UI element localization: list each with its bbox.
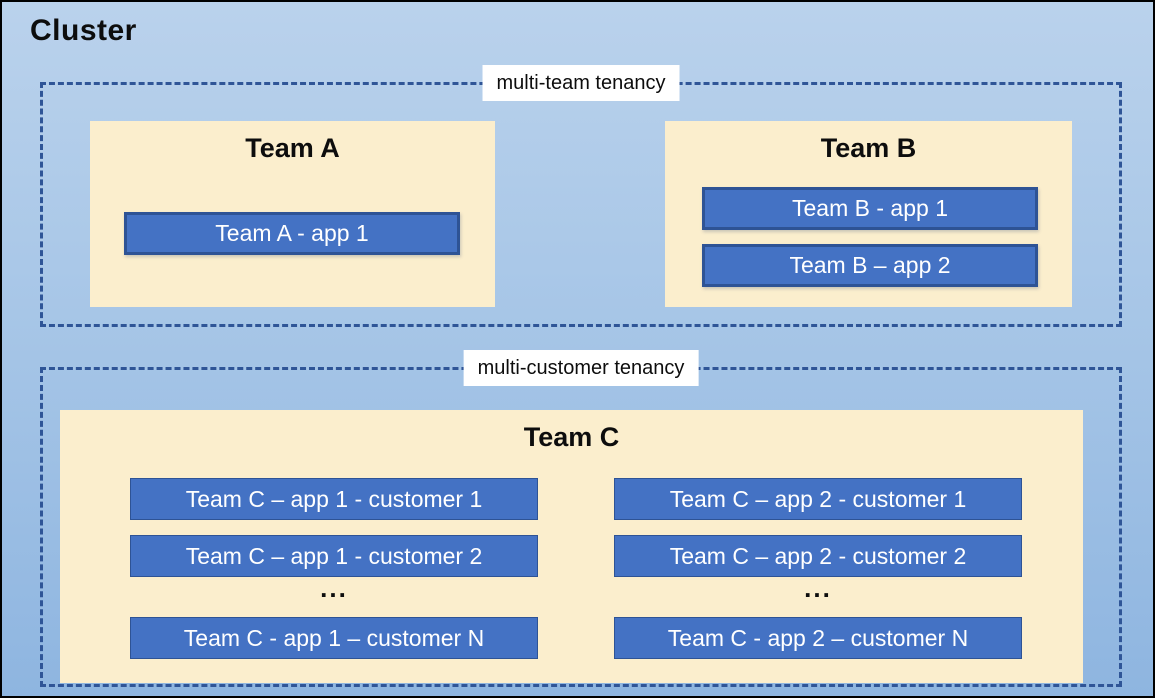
team-c-app2-customerN-box: Team C - app 2 – customer N xyxy=(614,617,1022,659)
multi-customer-tenancy-label: multi-customer tenancy xyxy=(463,350,699,386)
cluster-title: Cluster xyxy=(30,14,137,47)
team-c-app1-customerN-box: Team C - app 1 – customer N xyxy=(130,617,538,659)
team-b-app-2-box: Team B – app 2 xyxy=(702,244,1038,287)
multi-customer-tenancy-region: multi-customer tenancy Team C Team C – a… xyxy=(40,350,1122,687)
multi-team-tenancy-region: multi-team tenancy Team A Team A - app 1… xyxy=(40,65,1122,327)
team-a-box: Team A Team A - app 1 xyxy=(90,121,495,307)
team-c-title: Team C xyxy=(523,422,620,452)
team-c-app1-ellipsis: ... xyxy=(320,573,348,603)
team-c-app2-ellipsis: ... xyxy=(804,573,832,603)
team-a-title: Team A xyxy=(245,133,340,163)
team-c-box: Team C Team C – app 1 - customer 1 Team … xyxy=(60,410,1083,683)
team-b-title: Team B xyxy=(820,133,917,163)
multi-team-tenancy-label: multi-team tenancy xyxy=(482,65,680,101)
team-b-box: Team B Team B - app 1 Team B – app 2 xyxy=(665,121,1072,307)
team-c-app1-customer1-box: Team C – app 1 - customer 1 xyxy=(130,478,538,520)
team-c-app2-customer1-box: Team C – app 2 - customer 1 xyxy=(614,478,1022,520)
team-a-app-1-box: Team A - app 1 xyxy=(124,212,460,255)
team-b-app-1-box: Team B - app 1 xyxy=(702,187,1038,230)
team-c-app2-customer2-box: Team C – app 2 - customer 2 xyxy=(614,535,1022,577)
team-c-app1-customer2-box: Team C – app 1 - customer 2 xyxy=(130,535,538,577)
